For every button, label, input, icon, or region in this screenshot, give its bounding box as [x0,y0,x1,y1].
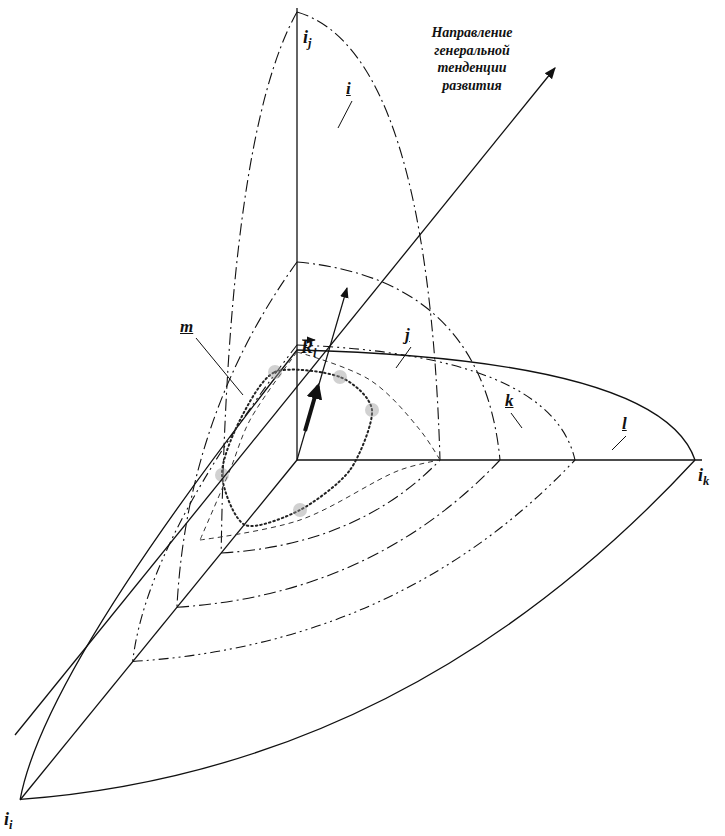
leader-line [511,413,522,428]
surface-outline [20,350,297,799]
axis-label: ik [698,466,709,486]
surface-m-node [268,365,282,379]
surface-outline [221,12,297,553]
vector-label: Ri [301,338,317,358]
axis-label: ii [4,810,13,830]
surface-m-outline [222,370,372,526]
vector-line [297,288,347,460]
surface-outline [133,345,297,662]
surface-label: j [405,326,410,345]
tendency-arrow [15,68,555,735]
surface-label: l [622,415,627,434]
surface-outline [177,262,297,607]
coordinate-axis [20,460,297,800]
direction-note: Направление генеральной тенденции развит… [418,24,526,94]
surface-label: m [180,318,193,337]
surface-m-node [333,370,347,384]
surface-outline [133,460,575,662]
surface-m-node [365,403,379,417]
surface-m-node [293,503,307,517]
vector-r [305,386,318,431]
surface-outline [297,350,695,460]
leader-line [338,101,352,128]
axis-label: ij [303,28,312,48]
leader-line [612,436,626,450]
surface-label: i [346,80,351,99]
surface-outline [297,262,500,460]
construction-line [297,352,440,460]
surface-outline [20,460,695,799]
leader-line [396,347,411,368]
surface-label: k [505,392,514,411]
coordinate-axis [296,8,297,460]
construction-line [200,460,440,540]
leader-line [196,338,243,395]
surface-outline [297,345,575,460]
